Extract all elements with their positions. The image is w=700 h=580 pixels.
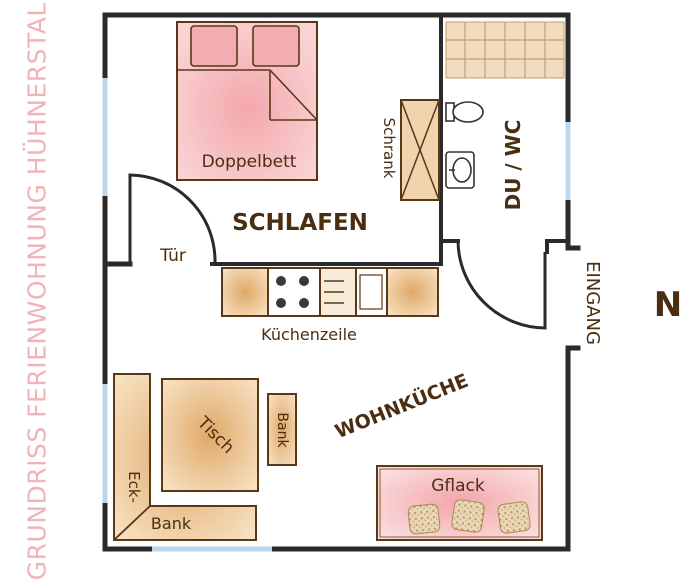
inner-walls <box>210 13 570 266</box>
wardrobe <box>400 99 440 201</box>
wardrobe-label: Schrank <box>380 118 398 179</box>
bench-label: Bank <box>274 412 290 448</box>
double-bed-label: Doppelbett <box>202 152 297 172</box>
bedroom-door-swing <box>128 173 217 264</box>
entrance-label: EINGANG <box>582 261 603 345</box>
sink <box>445 151 475 189</box>
sofa <box>376 465 543 541</box>
windows <box>102 78 571 552</box>
door-label: Tür <box>159 246 186 266</box>
kitchenette-label: Küchenzeile <box>261 325 357 344</box>
room-bedroom: SCHLAFEN <box>232 210 368 236</box>
corner-bench-label-top: Eck- <box>125 471 143 503</box>
double-bed <box>176 21 318 181</box>
shower-tiles <box>445 21 565 79</box>
kitchenette <box>221 267 439 317</box>
sofa-label: Gflack <box>431 476 485 496</box>
dining-table <box>161 378 259 492</box>
bathroom-door-swing <box>456 240 547 330</box>
compass-north: N <box>654 285 682 325</box>
room-living-kitchen: WOHNKÜCHE <box>331 368 471 443</box>
room-bath: DU / WC <box>501 120 525 211</box>
corner-bench-label-bottom: Bank <box>151 514 192 533</box>
toilet <box>445 101 484 123</box>
bench <box>267 393 297 466</box>
